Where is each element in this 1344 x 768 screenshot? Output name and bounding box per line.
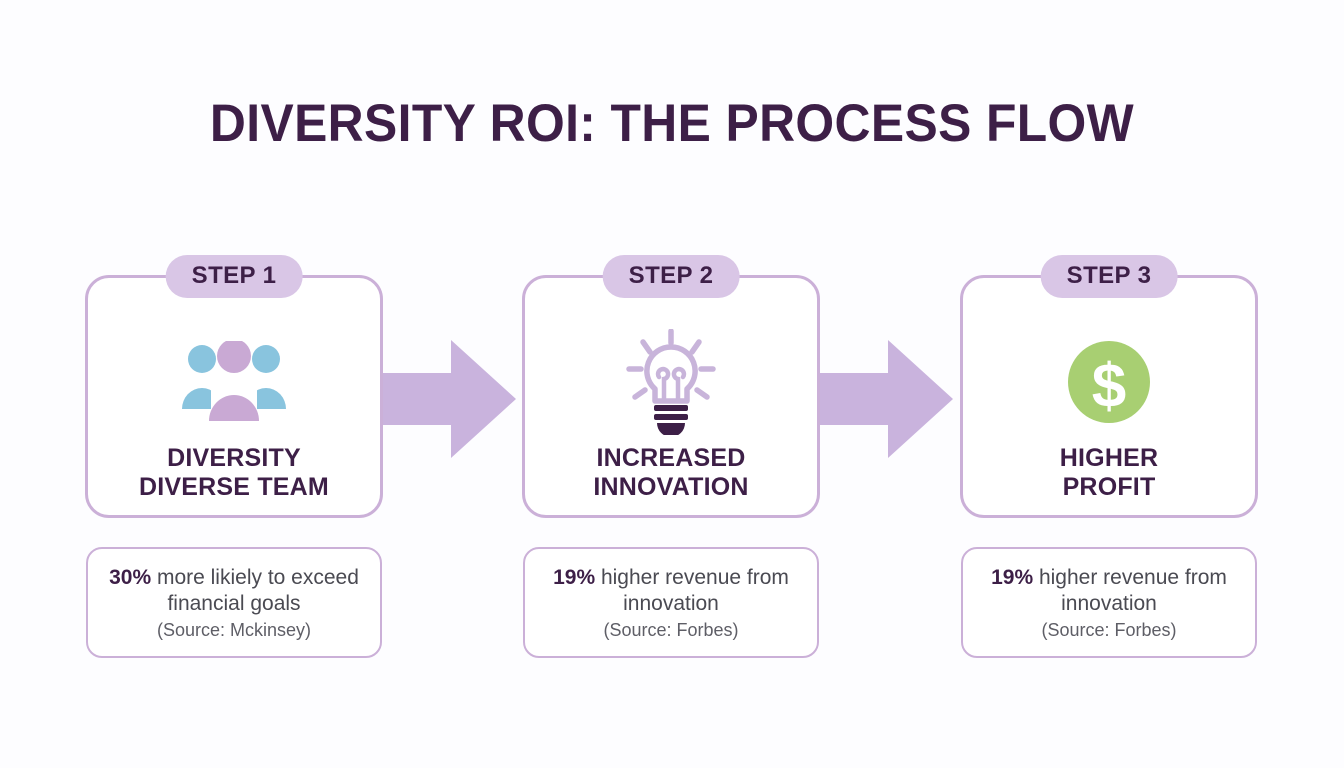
stat-text-2: 19% higher revenue from innovation [535, 565, 807, 617]
stat-box-3: 19% higher revenue from innovation (Sour… [961, 547, 1257, 658]
step-icon-2 [525, 326, 817, 438]
arrow-step2-to-step3 [820, 337, 953, 461]
stat-box-1: 30% more likiely to exceed financial goa… [86, 547, 382, 658]
step-card-3: STEP 3 $ HIGHER PROFIT [960, 255, 1258, 518]
arrow-step1-to-step2 [383, 337, 516, 461]
stat-text-3: 19% higher revenue from innovation [973, 565, 1245, 617]
right-arrow-icon [383, 340, 516, 458]
step-label-1-line1: DIVERSITY [167, 444, 301, 472]
step-label-2: INCREASED INNOVATION [525, 444, 817, 502]
step-badge-1: STEP 1 [165, 255, 303, 298]
step-label-1: DIVERSITY DIVERSE TEAM [88, 444, 380, 502]
step-label-1-line2: DIVERSE TEAM [139, 473, 329, 501]
page-title: DIVERSITY ROI: THE PROCESS FLOW [209, 94, 1135, 153]
stat-value-1: 30% [109, 565, 152, 589]
svg-text:$: $ [1092, 352, 1126, 421]
stat-value-3: 19% [991, 565, 1034, 589]
stat-source-3: (Source: Forbes) [1041, 619, 1177, 640]
stat-source-1: (Source: Mckinsey) [156, 619, 312, 640]
step-icon-1 [88, 326, 380, 438]
dollar-circle-icon: $ [1068, 341, 1150, 423]
stat-source-2: (Source: Forbes) [603, 619, 739, 640]
step-badge-3: STEP 3 [1040, 255, 1178, 298]
step-label-2-line2: INNOVATION [593, 473, 749, 501]
stat-description-3: higher revenue from innovation [1033, 565, 1227, 615]
step-label-3-line2: PROFIT [1062, 473, 1156, 501]
step-card-1: STEP 1 DIVERSITY DIVERSE TEAM [85, 255, 383, 518]
stat-value-2: 19% [553, 565, 596, 589]
people-group-icon [182, 341, 286, 423]
stat-box-2: 19% higher revenue from innovation (Sour… [523, 547, 819, 658]
step-label-3-line1: HIGHER [1059, 444, 1159, 472]
stat-description-2: higher revenue from innovation [595, 565, 789, 615]
step-label-2-line1: INCREASED [596, 444, 746, 472]
lightbulb-icon [626, 329, 716, 435]
step-card-2: STEP 2 [522, 255, 820, 518]
stat-text-1: 30% more likiely to exceed financial goa… [98, 565, 370, 617]
step-badge-2: STEP 2 [602, 255, 740, 298]
step-icon-3: $ [963, 326, 1255, 438]
stat-description-1: more likiely to exceed financial goals [151, 565, 359, 615]
step-label-3: HIGHER PROFIT [963, 444, 1255, 502]
right-arrow-icon [820, 340, 953, 458]
